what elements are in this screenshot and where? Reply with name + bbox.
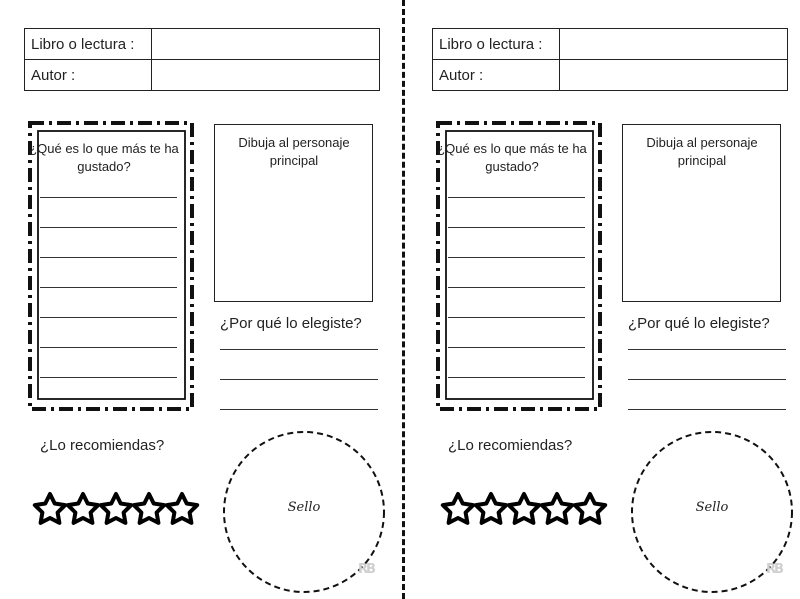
- favorite-answer-line[interactable]: [448, 377, 585, 378]
- favorite-answer-line[interactable]: [448, 227, 585, 228]
- rating-stars: [32, 492, 200, 525]
- character-drawing-label: Dibuja al personaje principal: [238, 135, 350, 168]
- favorite-answer-line[interactable]: [448, 197, 585, 198]
- favorite-answer-line[interactable]: [448, 317, 585, 318]
- why-answer-line[interactable]: [628, 409, 786, 410]
- character-drawing-box[interactable]: [214, 124, 373, 302]
- why-chosen-question: ¿Por qué lo elegiste?: [628, 315, 770, 332]
- star-icon[interactable]: [473, 492, 509, 525]
- star-icon[interactable]: [164, 492, 200, 525]
- favorite-answer-line[interactable]: [40, 197, 177, 198]
- favorite-answer-line[interactable]: [448, 287, 585, 288]
- favorite-answer-line[interactable]: [40, 227, 177, 228]
- why-answer-line[interactable]: [628, 349, 786, 350]
- logo-icon: RB: [766, 562, 784, 577]
- character-drawing-label: Dibuja al personaje principal: [646, 135, 758, 168]
- author-field[interactable]: [151, 59, 380, 91]
- stamp-label: Sello: [695, 500, 729, 515]
- favorite-answer-line[interactable]: [40, 347, 177, 348]
- book-info-table: Libro o lectura : Autor :: [24, 28, 380, 91]
- favorite-answer-line[interactable]: [448, 257, 585, 258]
- why-answer-line[interactable]: [220, 409, 378, 410]
- favorite-answer-line[interactable]: [448, 347, 585, 348]
- star-icon[interactable]: [32, 492, 68, 525]
- character-drawing-box[interactable]: [622, 124, 781, 302]
- reading-card-right: Libro o lectura : Autor : ¿Qué es lo que…: [408, 0, 800, 599]
- favorite-answer-line[interactable]: [40, 257, 177, 258]
- star-icon[interactable]: [131, 492, 167, 525]
- book-title-label: Libro o lectura :: [432, 28, 560, 60]
- recommend-question: ¿Lo recomiendas?: [40, 437, 165, 454]
- star-icon[interactable]: [572, 492, 608, 525]
- why-answer-line[interactable]: [220, 379, 378, 380]
- logo-icon: RB: [358, 562, 376, 577]
- star-icon[interactable]: [98, 492, 134, 525]
- favorite-answer-line[interactable]: [40, 317, 177, 318]
- author-label: Autor :: [432, 59, 560, 91]
- book-title-label: Libro o lectura :: [24, 28, 152, 60]
- why-answer-line[interactable]: [628, 379, 786, 380]
- book-info-table: Libro o lectura : Autor :: [432, 28, 788, 91]
- why-answer-line[interactable]: [220, 349, 378, 350]
- star-icon[interactable]: [440, 492, 476, 525]
- favorite-part-question: ¿Qué es lo que más te ha gustado?: [29, 141, 179, 174]
- star-icon[interactable]: [506, 492, 542, 525]
- dash-dot-frame: [436, 121, 602, 411]
- reading-card-left: Libro o lectura : Autor : ¿Qué es lo que…: [24, 28, 386, 594]
- favorite-part-box: [28, 121, 194, 411]
- stamp-label: Sello: [287, 500, 321, 515]
- stamp-circle-icon[interactable]: [630, 430, 794, 594]
- favorite-answer-line[interactable]: [40, 287, 177, 288]
- stamp-circle-icon[interactable]: [222, 430, 386, 594]
- why-chosen-question: ¿Por qué lo elegiste?: [220, 315, 362, 332]
- favorite-answer-line[interactable]: [40, 377, 177, 378]
- book-title-field[interactable]: [559, 28, 788, 60]
- star-icon[interactable]: [65, 492, 101, 525]
- book-title-field[interactable]: [151, 28, 380, 60]
- recommend-question: ¿Lo recomiendas?: [448, 437, 573, 454]
- author-field[interactable]: [559, 59, 788, 91]
- rating-stars: [440, 492, 608, 525]
- star-icon[interactable]: [539, 492, 575, 525]
- favorite-part-question: ¿Qué es lo que más te ha gustado?: [437, 141, 587, 174]
- dash-dot-frame: [28, 121, 194, 411]
- cut-line-divider: [402, 0, 405, 599]
- favorite-part-box: [436, 121, 602, 411]
- author-label: Autor :: [24, 59, 152, 91]
